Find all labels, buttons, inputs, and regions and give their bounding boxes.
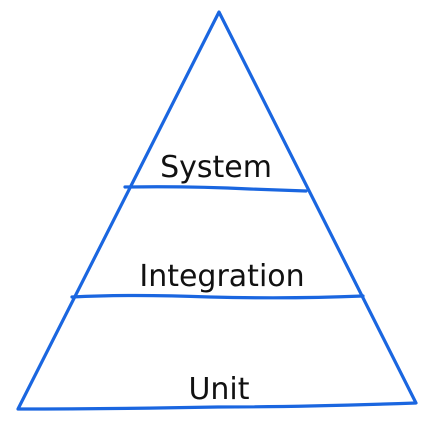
- pyramid-outline: [16, 10, 418, 411]
- tier-labels: System Integration Unit: [139, 150, 304, 407]
- divider-integration-unit: [70, 293, 365, 300]
- divider-system-integration: [123, 185, 308, 193]
- pyramid-shape: [16, 10, 418, 411]
- tier-label-unit: Unit: [188, 372, 249, 407]
- tier-label-system: System: [160, 150, 272, 185]
- tier-label-integration: Integration: [139, 259, 304, 294]
